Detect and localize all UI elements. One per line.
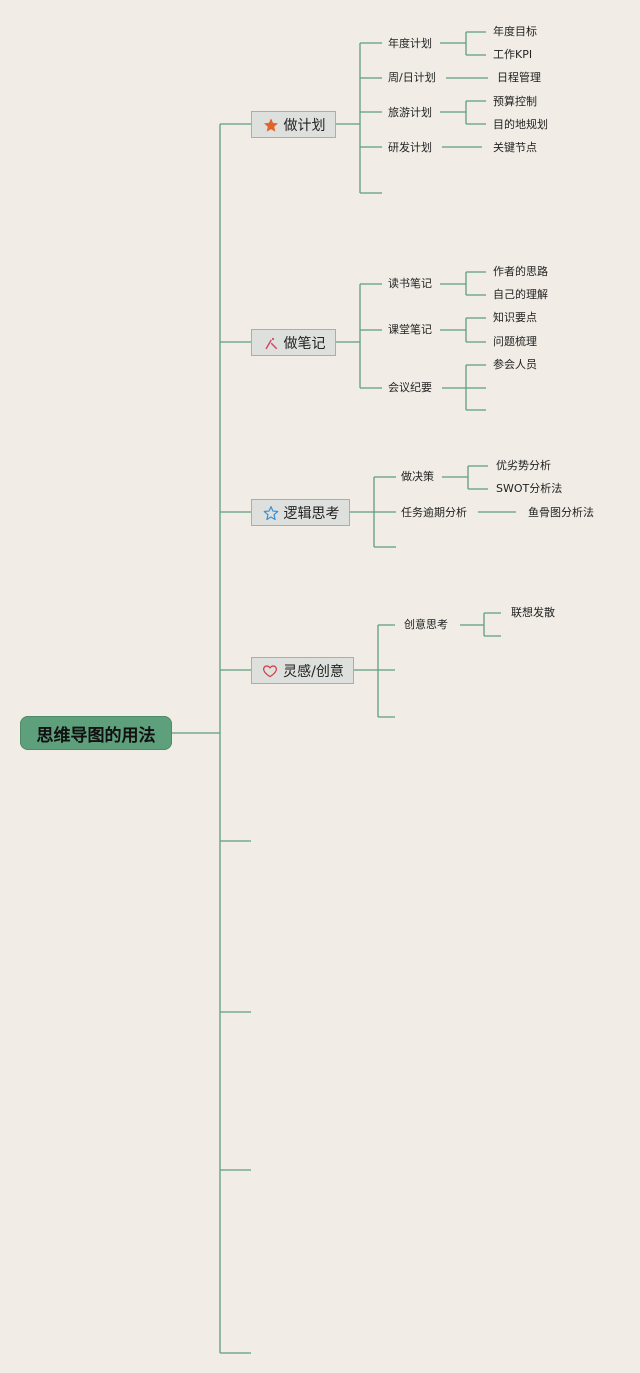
branch-label: 做笔记 <box>283 335 326 352</box>
leaf-topic[interactable]: 问题梳理 <box>493 335 537 348</box>
leaf-topic[interactable]: 日程管理 <box>497 71 541 84</box>
leaf-topic[interactable]: 鱼骨图分析法 <box>528 506 594 519</box>
root-label: 思维导图的用法 <box>36 725 156 746</box>
branch-plan[interactable]: 做计划 <box>251 111 336 138</box>
pen-marks-icon <box>262 334 280 352</box>
leaf-topic[interactable]: 作者的思路 <box>493 265 548 278</box>
branch-notes[interactable]: 做笔记 <box>251 329 336 356</box>
leaf-topic[interactable]: SWOT分析法 <box>496 482 563 495</box>
heart-outline-icon <box>261 662 279 680</box>
branch-label: 逻辑思考 <box>283 505 340 522</box>
leaf-topic[interactable]: 目的地规划 <box>493 118 548 131</box>
leaf-topic[interactable]: 工作KPI <box>493 48 533 61</box>
subtopic[interactable]: 课堂笔记 <box>388 323 432 336</box>
leaf-topic[interactable]: 优劣势分析 <box>496 459 551 472</box>
leaf-topic[interactable]: 联想发散 <box>511 606 555 619</box>
leaf-topic[interactable]: 知识要点 <box>493 311 537 324</box>
subtopic[interactable]: 周/日计划 <box>388 71 436 84</box>
root-node[interactable]: 思维导图的用法 <box>20 716 172 750</box>
leaf-topic[interactable]: 参会人员 <box>493 358 537 371</box>
branch-label: 灵感/创意 <box>283 663 344 680</box>
leaf-topic[interactable]: 年度目标 <box>493 25 537 38</box>
subtopic[interactable]: 任务逾期分析 <box>401 506 467 519</box>
star-filled-icon <box>262 116 280 134</box>
subtopic[interactable]: 旅游计划 <box>388 106 432 119</box>
branch-inspiration[interactable]: 灵感/创意 <box>251 657 354 684</box>
subtopic[interactable]: 会议纪要 <box>388 381 432 394</box>
subtopic[interactable]: 读书笔记 <box>388 277 432 290</box>
leaf-topic[interactable]: 关键节点 <box>493 141 537 154</box>
subtopic[interactable]: 做决策 <box>401 470 434 483</box>
leaf-topic[interactable]: 预算控制 <box>493 95 537 108</box>
subtopic[interactable]: 创意思考 <box>404 618 448 631</box>
branch-label: 做计划 <box>283 117 326 134</box>
subtopic[interactable]: 年度计划 <box>388 37 432 50</box>
star-outline-icon <box>262 504 280 522</box>
branch-logic[interactable]: 逻辑思考 <box>251 499 350 526</box>
subtopic[interactable]: 研发计划 <box>388 141 432 154</box>
leaf-topic[interactable]: 自己的理解 <box>493 288 548 301</box>
